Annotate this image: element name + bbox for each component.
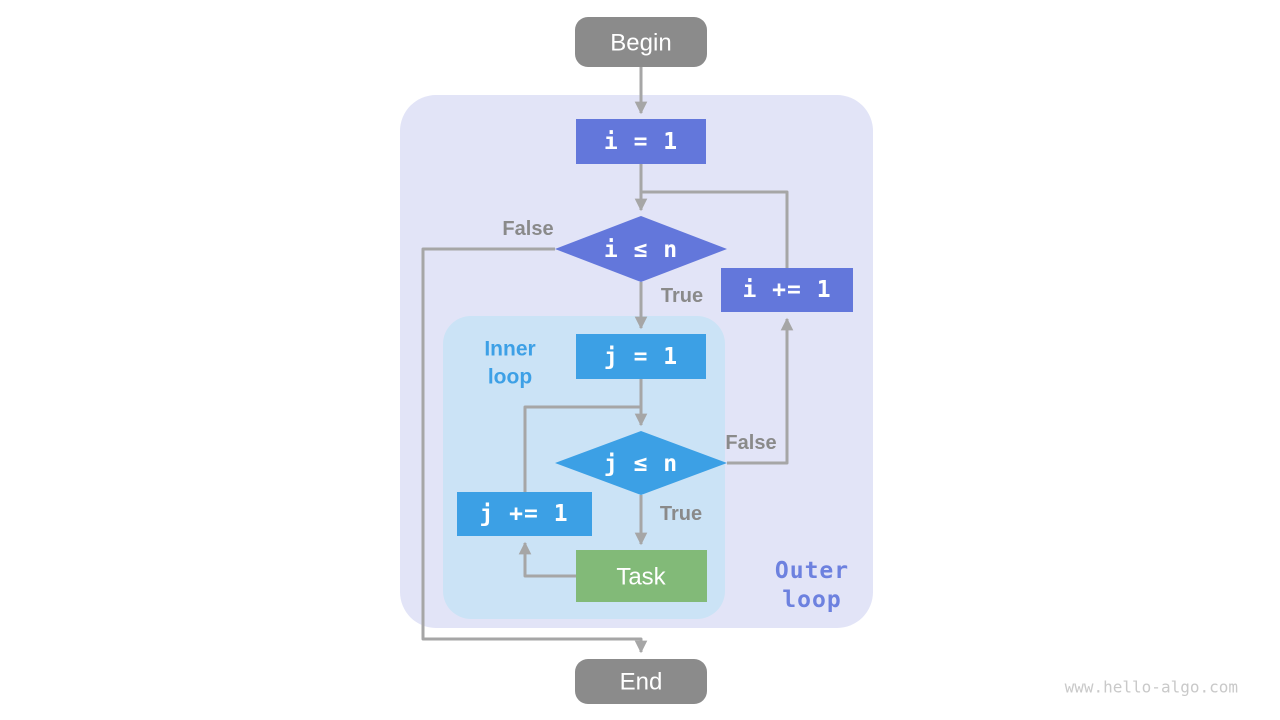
begin-node-label: Begin bbox=[610, 30, 671, 57]
inc-j-node-label: j += 1 bbox=[479, 501, 568, 527]
begin-node bbox=[575, 17, 707, 67]
cond-j-diamond bbox=[555, 431, 727, 495]
cond-i-diamond-label: i ≤ n bbox=[604, 237, 678, 263]
edge-cond-j-false-to-inc-i bbox=[727, 317, 794, 465]
inc-i-node bbox=[721, 268, 853, 312]
end-node bbox=[575, 659, 707, 704]
cond-i-diamond bbox=[555, 216, 727, 282]
task-node bbox=[576, 550, 707, 602]
inner-loop-label-line1: Inner bbox=[484, 338, 535, 361]
edge-cond-i-false-to-end bbox=[421, 247, 648, 654]
init-j-node-label: j = 1 bbox=[604, 344, 678, 370]
edge-inc-i-feedback bbox=[641, 190, 789, 268]
end-node-label: End bbox=[620, 669, 663, 696]
inc-j-node bbox=[457, 492, 592, 536]
outer-loop-label-line2: loop bbox=[782, 587, 841, 613]
init-j-node bbox=[576, 334, 706, 379]
inner-loop-label-line2: loop bbox=[488, 366, 532, 389]
cond-i-true-label: True bbox=[661, 285, 703, 307]
watermark-text: www.hello-algo.com bbox=[1065, 678, 1238, 697]
edge-task-to-inc-j bbox=[518, 541, 577, 578]
task-node-label: Task bbox=[616, 564, 666, 591]
outer-loop-label-line1: Outer bbox=[775, 558, 849, 584]
inc-i-node-label: i += 1 bbox=[742, 277, 831, 303]
cond-j-diamond-label: j ≤ n bbox=[604, 451, 678, 477]
cond-j-true-label: True bbox=[660, 503, 702, 525]
init-i-node-label: i = 1 bbox=[604, 129, 678, 155]
edge-inc-j-feedback bbox=[523, 405, 641, 492]
init-i-node bbox=[576, 119, 706, 164]
cond-i-false-label: False bbox=[502, 218, 553, 240]
cond-j-false-label: False bbox=[725, 432, 776, 454]
